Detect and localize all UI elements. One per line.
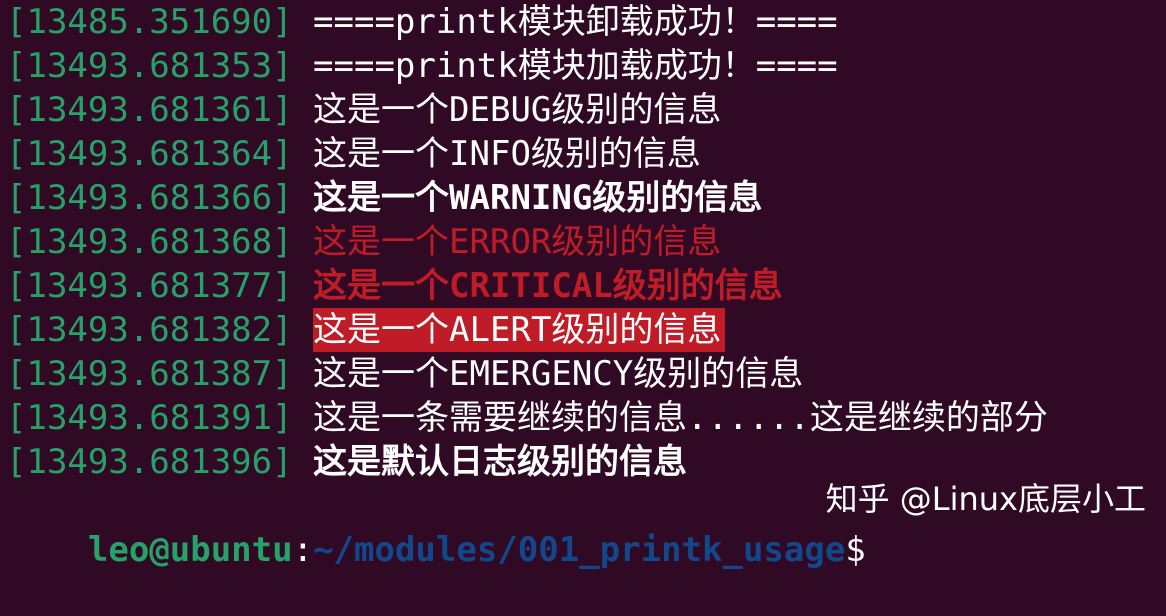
log-message: 这是一个CRITICAL级别的信息 bbox=[292, 266, 783, 306]
log-line: [13493.681353] ====printk模块加载成功！==== bbox=[6, 44, 1166, 88]
log-line: [13493.681391] 这是一条需要继续的信息......这是继续的部分 bbox=[6, 396, 1166, 440]
prompt-symbol: $ bbox=[845, 530, 866, 570]
log-line: [13493.681366] 这是一个WARNING级别的信息 bbox=[6, 176, 1166, 220]
log-message: 这是一个EMERGENCY级别的信息 bbox=[292, 354, 804, 394]
log-line: [13493.681364] 这是一个INFO级别的信息 bbox=[6, 132, 1166, 176]
log-timestamp: [13493.681361] bbox=[6, 90, 293, 130]
log-timestamp: [13493.681368] bbox=[6, 222, 293, 262]
log-timestamp: [13493.681382] bbox=[6, 310, 293, 350]
log-timestamp: [13493.681391] bbox=[6, 398, 293, 438]
log-message: 这是一个INFO级别的信息 bbox=[292, 134, 701, 174]
log-timestamp: [13493.681387] bbox=[6, 354, 293, 394]
terminal-window[interactable]: [13485.351690] ====printk模块卸载成功！====[134… bbox=[6, 0, 1166, 570]
log-line: [13493.681382] 这是一个ALERT级别的信息 bbox=[6, 308, 1166, 352]
log-message: 这是默认日志级别的信息 bbox=[292, 442, 688, 482]
log-timestamp: [13493.681396] bbox=[6, 442, 293, 482]
log-line: [13493.681396] 这是默认日志级别的信息 bbox=[6, 440, 1166, 484]
log-line: [13493.681377] 这是一个CRITICAL级别的信息 bbox=[6, 264, 1166, 308]
log-line: [13493.681368] 这是一个ERROR级别的信息 bbox=[6, 220, 1166, 264]
log-message: 这是一个ALERT级别的信息 bbox=[313, 308, 726, 352]
log-message: ====printk模块加载成功！==== bbox=[292, 46, 838, 86]
log-timestamp: [13493.681364] bbox=[6, 134, 293, 174]
prompt-separator: : bbox=[292, 530, 314, 570]
log-timestamp: [13493.681377] bbox=[6, 266, 293, 306]
prompt-path: ~/modules/001_printk_usage bbox=[313, 530, 846, 570]
log-timestamp: [13493.681366] bbox=[6, 178, 293, 218]
log-message: 这是一个DEBUG级别的信息 bbox=[292, 90, 722, 130]
log-message: 这是一条需要继续的信息......这是继续的部分 bbox=[292, 398, 1048, 438]
log-timestamp: [13485.351690] bbox=[6, 2, 293, 42]
log-message: 这是一个WARNING级别的信息 bbox=[292, 178, 763, 218]
log-output: [13485.351690] ====printk模块卸载成功！====[134… bbox=[6, 0, 1166, 484]
watermark: 知乎 @Linux底层小工 bbox=[825, 480, 1146, 518]
log-message: 这是一个ERROR级别的信息 bbox=[292, 222, 722, 262]
log-line: [13485.351690] ====printk模块卸载成功！==== bbox=[6, 0, 1166, 44]
prompt-user-host: leo@ubuntu bbox=[87, 530, 293, 570]
log-timestamp: [13493.681353] bbox=[6, 46, 293, 86]
log-message: ====printk模块卸载成功！==== bbox=[292, 2, 838, 42]
log-line: [13493.681387] 这是一个EMERGENCY级别的信息 bbox=[6, 352, 1166, 396]
log-line: [13493.681361] 这是一个DEBUG级别的信息 bbox=[6, 88, 1166, 132]
